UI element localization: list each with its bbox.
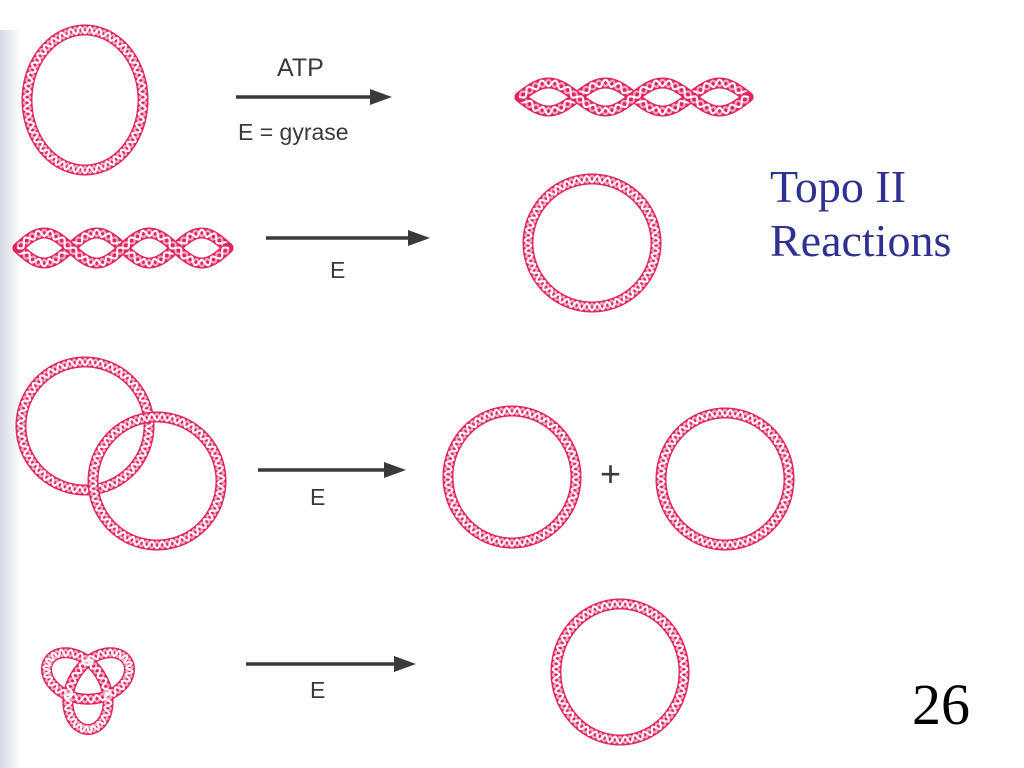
reaction-4-arrow <box>246 656 416 672</box>
reaction-3-label-e: E <box>310 484 325 510</box>
decatenated-circle-b <box>655 407 795 551</box>
unknotted-circle-strand-2 <box>551 599 689 745</box>
relaxed-circle-1 <box>21 24 149 176</box>
reaction-4: E <box>41 598 690 746</box>
plus-sign: + <box>600 453 621 494</box>
slide-title-line-2: Reactions <box>770 215 952 266</box>
reaction-2-label-e: E <box>330 257 345 283</box>
catenane-circle-b <box>87 411 227 551</box>
reaction-1-arrow <box>236 89 392 105</box>
reaction-1-label-atp: ATP <box>277 54 324 82</box>
catenane-circle-a <box>15 356 155 496</box>
supercoiled-dna-2-lower-strand-2 <box>16 228 230 268</box>
trefoil-knot-strand-2 <box>42 648 134 734</box>
reaction-1-label-gyrase: E = gyrase <box>238 119 349 145</box>
relaxed-circle-2-strand-2 <box>523 174 661 312</box>
reaction-2-arrow <box>266 230 430 246</box>
reaction-1: ATP E = gyrase <box>21 24 754 176</box>
reaction-3-arrow <box>258 462 406 478</box>
catenane-circle-b-strand-2 <box>88 412 226 550</box>
supercoiled-dna-1 <box>514 77 754 117</box>
slide-title-line-1: Topo II <box>770 161 907 212</box>
slide-title: Topo II Reactions <box>770 160 951 268</box>
unknotted-circle <box>550 598 690 746</box>
decatenated-circle-b-strand-2 <box>656 408 794 550</box>
decatenated-circle-a-strand-2 <box>443 406 581 548</box>
trefoil-knot <box>41 647 135 735</box>
reaction-3: E + <box>15 356 795 551</box>
scan-edge-shadow <box>0 30 22 768</box>
decatenated-circle-a <box>442 405 582 549</box>
relaxed-circle-2 <box>522 173 662 313</box>
catenane-circle-a-strand-2 <box>16 357 154 495</box>
reaction-2: E <box>12 173 662 313</box>
page-number: 26 <box>912 672 970 737</box>
supercoiled-dna-2 <box>12 227 234 269</box>
reaction-4-label-e: E <box>310 677 325 703</box>
supercoiled-dna-1-lower-strand-2 <box>518 78 750 116</box>
relaxed-circle-1-strand-2 <box>22 25 148 175</box>
